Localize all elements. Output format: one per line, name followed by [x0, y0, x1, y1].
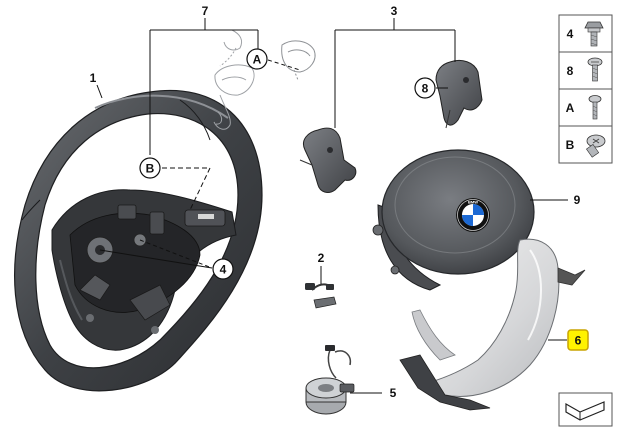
- callout-6-highlight: [567, 329, 589, 351]
- svg-text:9: 9: [574, 193, 581, 207]
- fastener-legend: 4 8 A: [558, 14, 613, 164]
- legend-row-A: A: [566, 95, 602, 120]
- screw-small-icon: [588, 95, 602, 120]
- svg-text:3: 3: [391, 4, 398, 18]
- trim-cover: [399, 238, 586, 411]
- cable-harness: [305, 283, 337, 309]
- svg-text:5: 5: [390, 386, 397, 400]
- callout-4: 4: [212, 258, 234, 280]
- svg-text:7: 7: [202, 4, 209, 18]
- callout-B: B: [139, 157, 161, 179]
- screw-hex-head-icon: [584, 21, 604, 47]
- bmw-roundel: BMW: [456, 198, 490, 232]
- callout-9: 9: [574, 193, 581, 207]
- svg-text:8: 8: [567, 64, 574, 78]
- callout-1: 1: [90, 71, 97, 85]
- svg-text:4: 4: [220, 263, 227, 277]
- svg-text:8: 8: [422, 82, 429, 96]
- catalog-symbol-icon: [558, 392, 613, 427]
- cover-cap-left: [299, 127, 357, 193]
- steering-wheel: [14, 89, 263, 392]
- callout-6: 6: [567, 329, 589, 351]
- screw-pan-head-icon: [587, 57, 603, 82]
- svg-text:6: 6: [575, 334, 582, 348]
- callout-2: 2: [318, 251, 325, 265]
- screw-torx-icon: [586, 134, 606, 158]
- legend-row-4: 4: [567, 21, 604, 47]
- svg-text:2: 2: [318, 251, 325, 265]
- svg-text:1: 1: [90, 71, 97, 85]
- legend-row-B: B: [566, 134, 606, 158]
- callout-5: 5: [390, 386, 397, 400]
- svg-text:B: B: [566, 138, 575, 152]
- svg-text:4: 4: [567, 27, 574, 41]
- svg-text:B: B: [146, 162, 155, 176]
- legend-row-8: 8: [567, 57, 603, 82]
- svg-text:BMW: BMW: [468, 200, 478, 205]
- callout-3: 3: [391, 4, 398, 18]
- callout-A: A: [246, 48, 268, 70]
- airbag-module: BMW: [372, 149, 535, 291]
- multifunction-switch-outline: [213, 29, 255, 130]
- callout-8: 8: [414, 77, 436, 99]
- multifunction-switch-top: [281, 40, 316, 81]
- svg-text:A: A: [566, 101, 575, 115]
- cover-cap-right: [435, 59, 483, 129]
- slip-ring: [305, 345, 355, 415]
- callout-7: 7: [202, 4, 209, 18]
- leader-lines: [96, 18, 568, 394]
- svg-text:A: A: [253, 53, 262, 67]
